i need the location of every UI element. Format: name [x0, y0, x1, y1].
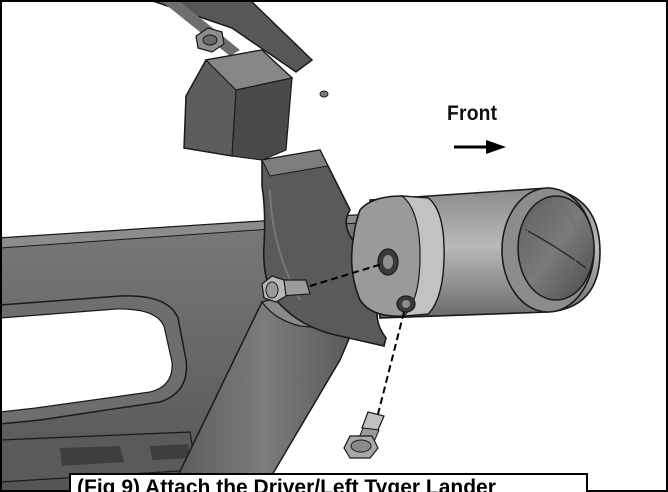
small-bolt-icon	[319, 90, 329, 98]
upper-bolt-hole-icon	[377, 248, 399, 276]
upper-bracket-block	[183, 49, 294, 161]
dashed-alignment-line	[309, 263, 405, 415]
lower-bolt-hole-icon	[396, 295, 416, 313]
side-bolt-icon	[261, 275, 311, 303]
arrow-right-icon	[454, 140, 506, 154]
top-nut-icon	[195, 27, 225, 53]
figure-caption: (Fig 9) Attach the Driver/Left Tyger Lan…	[69, 473, 588, 492]
clamp-collar	[350, 195, 445, 317]
front-direction-label: Front	[447, 102, 498, 125]
top-bracket	[149, 0, 329, 98]
bolt-icon	[343, 411, 385, 459]
end-cap-icon	[517, 195, 595, 301]
